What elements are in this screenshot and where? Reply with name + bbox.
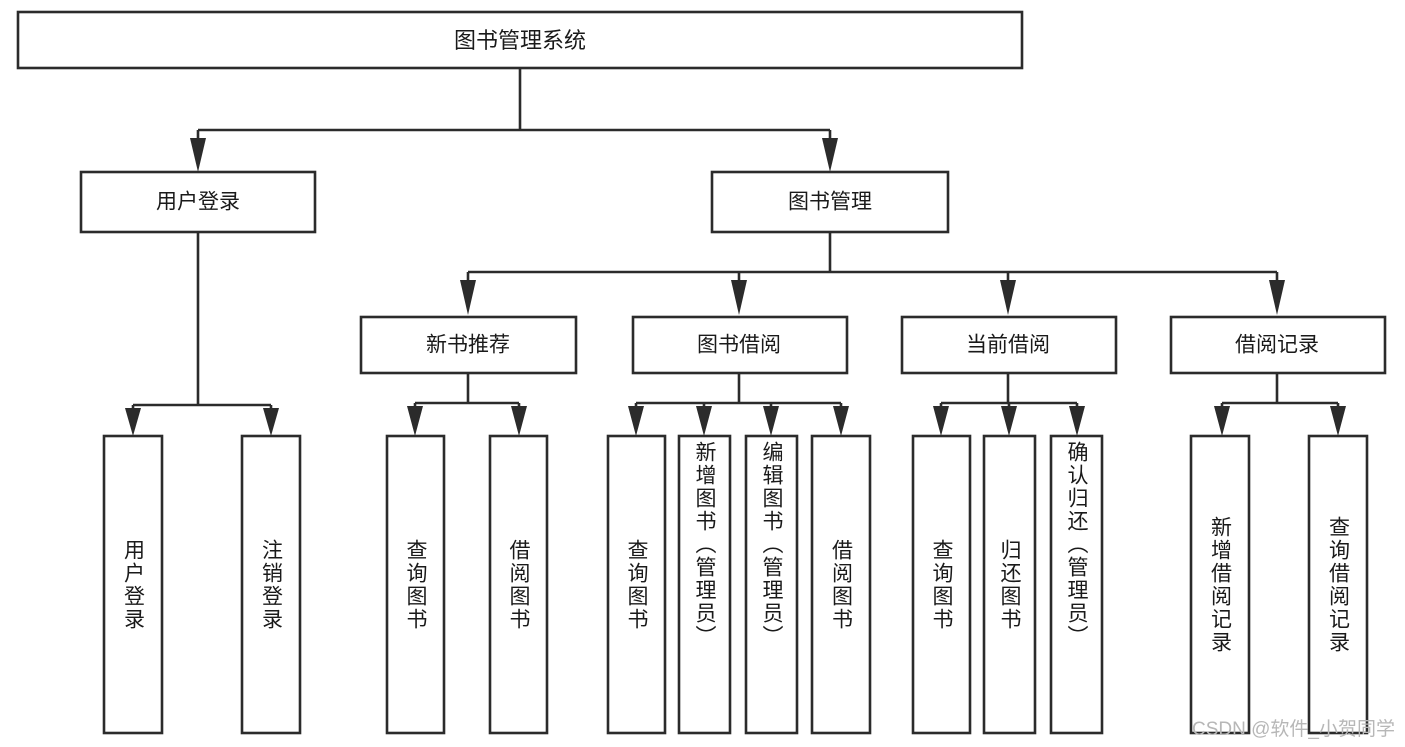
node-leaf-query-book-2-box[interactable] <box>606 434 667 735</box>
node-book-borrow-label: 图书借阅 <box>697 334 781 357</box>
arrow-head-leaf-query-book-3 <box>933 406 949 436</box>
node-leaf-edit-book-box[interactable] <box>744 434 799 735</box>
node-leaf-borrow-book-2-box[interactable] <box>810 434 872 735</box>
node-current-borrow-box[interactable] <box>900 315 1118 375</box>
node-leaf-query-book-3-box[interactable] <box>911 434 972 735</box>
arrow-head-leaf-borrow-book-2 <box>833 406 849 436</box>
connector-layer <box>125 68 1346 436</box>
node-leaf-logout-login-box[interactable] <box>240 434 302 735</box>
arrow-head-leaf-add-book <box>696 406 712 436</box>
arrow-head-borrow-record <box>1269 280 1285 315</box>
node-user-login-box[interactable] <box>79 170 317 234</box>
node-book-management-box[interactable] <box>710 170 950 234</box>
arrow-head-leaf-user-login <box>125 408 141 436</box>
arrow-head-leaf-query-book-2 <box>628 406 644 436</box>
arrow-head-leaf-borrow-book-1 <box>511 406 527 436</box>
arrow-head-leaf-confirm-return <box>1069 406 1085 436</box>
node-borrow-record-box[interactable] <box>1169 315 1387 375</box>
node-leaf-query-borrow-record-box[interactable] <box>1307 434 1369 735</box>
node-leaf-add-borrow-record-box[interactable] <box>1189 434 1251 735</box>
arrow-head-user-login <box>190 138 206 172</box>
node-root-box[interactable] <box>16 10 1024 70</box>
node-current-borrow-label: 当前借阅 <box>966 334 1050 357</box>
node-user-login-label: 用户登录 <box>156 191 240 214</box>
node-leaf-confirm-return-box[interactable] <box>1049 434 1104 735</box>
arrow-head-leaf-add-borrow-record <box>1214 406 1230 436</box>
node-leaf-user-login-box[interactable] <box>102 434 164 735</box>
arrow-head-current-borrow <box>1000 280 1016 315</box>
node-root-label: 图书管理系统 <box>454 28 586 53</box>
arrow-head-new-book-recommend <box>460 280 476 315</box>
node-book-management-label: 图书管理 <box>788 191 872 214</box>
arrow-head-leaf-edit-book <box>763 406 779 436</box>
node-book-borrow-box[interactable] <box>631 315 849 375</box>
arrow-head-book-management <box>822 138 838 172</box>
node-leaf-query-book-1-box[interactable] <box>385 434 446 735</box>
arrow-head-leaf-query-book-1 <box>407 406 423 436</box>
node-borrow-record-label: 借阅记录 <box>1235 334 1319 357</box>
node-layer: 图书管理系统 用户登录 图书管理 新书推荐 图书借阅 当前借阅 借阅记录 <box>16 10 1387 735</box>
node-leaf-borrow-book-1-box[interactable] <box>488 434 549 735</box>
node-leaf-add-book-box[interactable] <box>677 434 732 735</box>
arrow-head-leaf-return-book <box>1001 406 1017 436</box>
node-new-book-recommend-label: 新书推荐 <box>426 334 510 357</box>
arrow-head-leaf-query-borrow-record <box>1330 406 1346 436</box>
node-new-book-recommend-box[interactable] <box>359 315 578 375</box>
arrow-head-leaf-logout-login <box>263 408 279 436</box>
arrow-head-book-borrow <box>731 280 747 315</box>
node-leaf-return-book-box[interactable] <box>982 434 1037 735</box>
